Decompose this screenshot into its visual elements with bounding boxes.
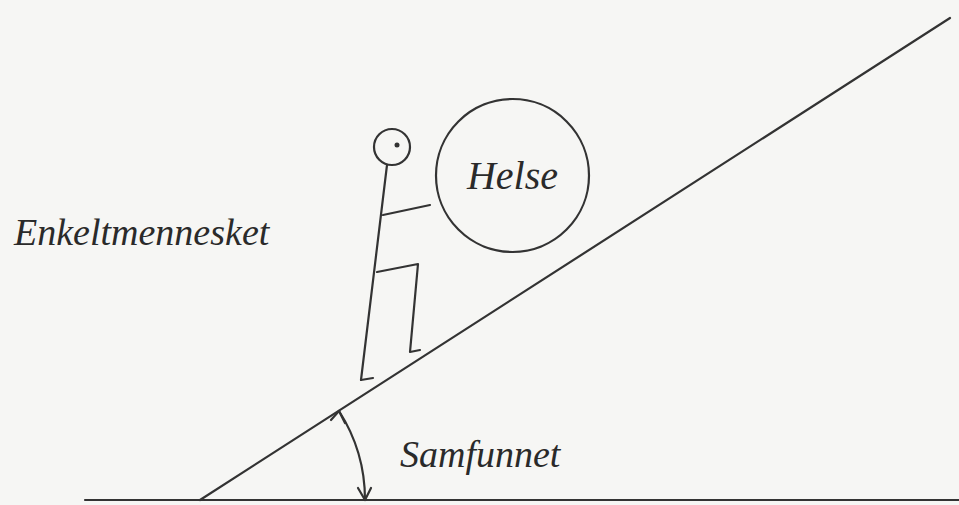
arrow-head	[331, 411, 345, 423]
angle-label: Samfunnet	[400, 434, 560, 476]
arrow-head	[358, 488, 371, 500]
stick-figure	[361, 129, 430, 380]
node-text: Helse	[467, 154, 558, 198]
figure-label: Enkeltmennesket	[14, 212, 269, 254]
slope-line	[200, 18, 950, 500]
eye-dot	[395, 143, 400, 148]
health-circle: Helse	[434, 97, 591, 254]
angle-arc	[339, 411, 365, 500]
ground-line	[85, 499, 959, 501]
